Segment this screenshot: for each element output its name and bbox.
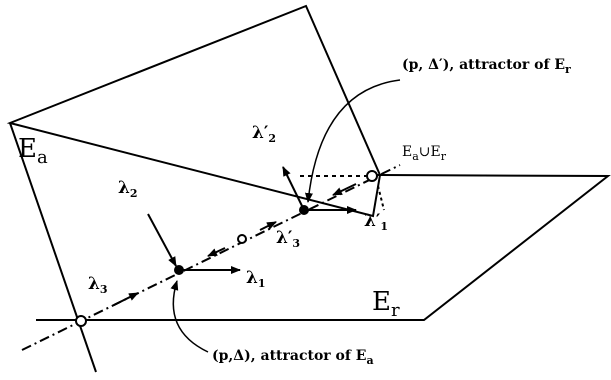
plane-er-label: Er [372, 287, 400, 321]
callout-top [304, 79, 401, 203]
lambda-extra-dashed [377, 185, 385, 211]
lambda3p-label: λ′3 [276, 228, 300, 250]
lambda1-label: λ1 [246, 268, 266, 290]
callout-bottom [170, 280, 209, 353]
flow-arrow-d [332, 183, 357, 196]
flow-arrow-a [113, 292, 139, 306]
lambda2-label: λ2 [118, 178, 138, 200]
annotation-bottom: (p,Δ), attractor of Ea [212, 348, 374, 367]
flow-arrow-b [207, 247, 226, 257]
flow-arrow-c [259, 221, 277, 231]
annotation-top: (p, Δ′), attractor of Er [402, 57, 571, 76]
lambda2-arrow [147, 213, 177, 267]
lambda3-label: λ3 [88, 274, 108, 296]
saddle-point-left [75, 315, 87, 327]
lambda2p-label: λ′2 [252, 123, 276, 145]
plane-ea-lower-edge [9, 122, 97, 373]
lambda2p-arrow [282, 166, 305, 211]
saddle-point-right [366, 170, 378, 182]
plane-ea-label: Ea [18, 134, 48, 168]
lambda1p-label: λ′1 [364, 211, 388, 233]
intersection-label: Ea∪Er [402, 144, 447, 163]
plane-ea [6, 4, 382, 218]
plane-er [36, 174, 611, 321]
saddle-point-middle [237, 234, 247, 244]
